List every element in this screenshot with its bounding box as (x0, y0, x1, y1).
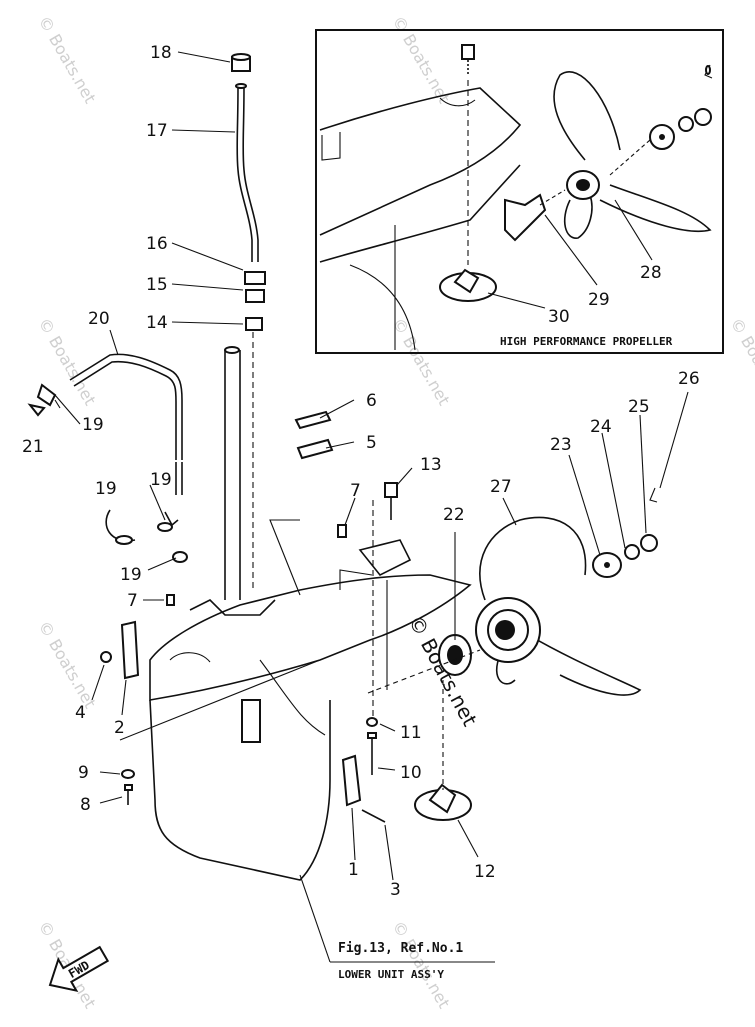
callout-10: 10 (400, 763, 422, 783)
callout-5: 5 (366, 433, 377, 453)
callout-14: 14 (146, 313, 168, 333)
callout-21: 21 (22, 437, 44, 457)
drive-shaft-assembly (224, 53, 266, 600)
callout-26: 26 (678, 369, 700, 389)
callout-8: 8 (80, 795, 91, 815)
figure-reference: Fig.13, Ref.No.1 LOWER UNIT ASS'Y (338, 941, 463, 981)
watermark-layer: © Boats.net © Boats.net © Boats.net © Bo… (35, 13, 755, 1012)
callout-12: 12 (474, 862, 496, 882)
assembly-title: LOWER UNIT ASS'Y (338, 968, 444, 981)
watermark-text: © Boats.net (389, 315, 454, 409)
leader-lines (54, 51, 689, 963)
callout-19c: 19 (150, 470, 172, 490)
inset-caption: HIGH PERFORMANCE PROPELLER (500, 335, 673, 348)
callout-17: 17 (146, 121, 168, 141)
small-parts (100, 410, 472, 823)
propeller (367, 487, 658, 696)
callout-4: 4 (75, 703, 86, 723)
callout-13: 13 (420, 455, 442, 475)
callout-20: 20 (88, 309, 110, 329)
callout-29: 29 (588, 290, 610, 310)
callout-18: 18 (150, 43, 172, 63)
callout-23: 23 (550, 435, 572, 455)
callout-19b: 19 (95, 479, 117, 499)
callout-1: 1 (348, 860, 359, 880)
callout-27: 27 (490, 477, 512, 497)
inset-frame (315, 29, 724, 354)
callout-labels: 18 17 16 15 14 20 19 21 19 19 19 7 6 5 1… (22, 43, 700, 900)
callout-7a: 7 (350, 481, 361, 501)
callout-15: 15 (146, 275, 168, 295)
high-performance-inset: HIGH PERFORMANCE PROPELLER (315, 29, 724, 354)
watermark-center: © Boats.net (404, 611, 483, 730)
callout-3: 3 (390, 880, 401, 900)
callout-19a: 19 (82, 415, 104, 435)
callout-2: 2 (114, 718, 125, 738)
callout-6: 6 (366, 391, 377, 411)
watermark-text: © Boats.net (727, 315, 755, 409)
callout-22: 22 (443, 505, 465, 525)
figure-ref: Fig.13, Ref.No.1 (338, 941, 463, 956)
callout-16: 16 (146, 234, 168, 254)
callout-11: 11 (400, 723, 422, 743)
callout-7b: 7 (127, 591, 138, 611)
callout-28: 28 (640, 263, 662, 283)
watermark-text: © Boats.net (35, 618, 100, 712)
callout-25: 25 (628, 397, 650, 417)
callout-24: 24 (590, 417, 612, 437)
lower-unit-housing (119, 500, 472, 881)
callout-19d: 19 (120, 565, 142, 585)
fwd-arrow-icon (48, 945, 110, 993)
watermark-text: © Boats.net (35, 13, 100, 107)
callout-9: 9 (78, 763, 89, 783)
water-hose (27, 353, 188, 563)
watermark-text: © Boats.net (389, 13, 454, 107)
watermark-text: © Boats.net (389, 918, 454, 1012)
callout-30: 30 (548, 307, 570, 327)
